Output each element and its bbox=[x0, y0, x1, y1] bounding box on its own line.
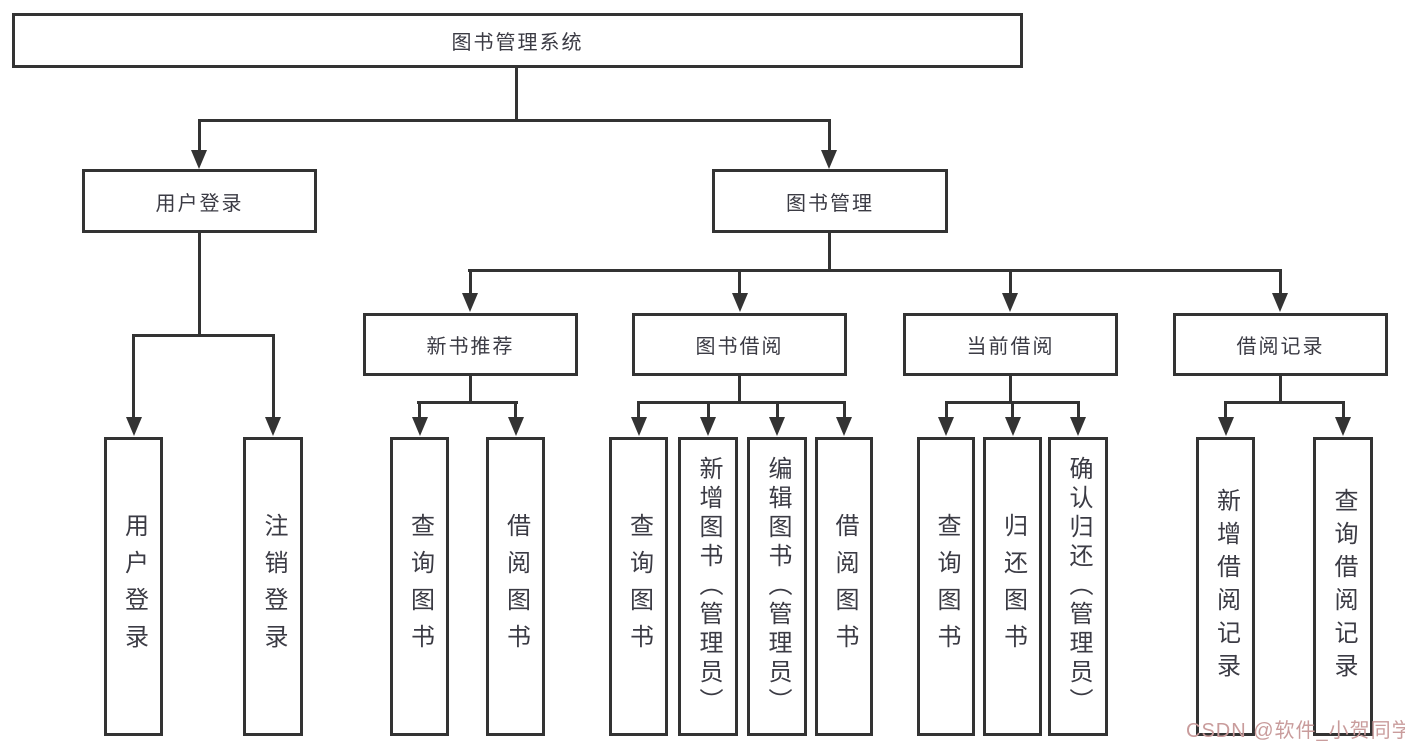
leaf-label: 确认归还（管理员） bbox=[1065, 456, 1092, 717]
node-user-login: 用户登录 bbox=[82, 169, 317, 233]
connector-root-branch bbox=[198, 119, 830, 122]
arrowhead-user-login bbox=[191, 150, 207, 169]
arrowhead-leaf bbox=[1005, 417, 1021, 436]
node-label: 新书推荐 bbox=[426, 336, 515, 358]
connector-drop bbox=[1224, 401, 1227, 419]
arrowhead-leaf bbox=[631, 417, 647, 436]
connector-drop bbox=[1342, 401, 1345, 419]
arrowhead-borrow-records bbox=[1272, 293, 1288, 312]
connector-borrow-records-stem bbox=[1279, 376, 1282, 404]
leaf-add-books-admin: 新增图书（管理员） bbox=[678, 437, 738, 736]
leaf-logout-login: 注销登录 bbox=[243, 437, 303, 736]
connector-user-login-stem bbox=[198, 233, 201, 336]
connector-drop bbox=[776, 401, 779, 419]
leaf-label: 编辑图书（管理员） bbox=[764, 456, 791, 717]
leaf-borrow-books-recommend: 借阅图书 bbox=[486, 437, 545, 736]
node-label: 当前借阅 bbox=[966, 336, 1055, 358]
connector-drop-book-management bbox=[828, 119, 831, 152]
connector-drop bbox=[707, 401, 710, 419]
connector-drop-new-book bbox=[469, 269, 472, 295]
arrowhead-leaf bbox=[1218, 417, 1234, 436]
leaf-label: 查询借阅记录 bbox=[1330, 487, 1357, 686]
arrowhead-leaf bbox=[938, 417, 954, 436]
arrowhead-leaf bbox=[769, 417, 785, 436]
arrowhead-leaf-logout bbox=[265, 417, 281, 436]
connector-drop-book-borrow bbox=[738, 269, 741, 295]
node-book-borrow: 图书借阅 bbox=[632, 313, 847, 376]
connector-drop bbox=[945, 401, 948, 419]
connector-book-borrow-branch bbox=[637, 401, 846, 404]
connector-drop bbox=[1011, 401, 1014, 419]
leaf-label: 借阅图书 bbox=[831, 512, 858, 661]
node-label: 借阅记录 bbox=[1236, 336, 1325, 358]
arrowhead-leaf bbox=[1335, 417, 1351, 436]
connector-drop-current-borrow bbox=[1009, 269, 1012, 295]
csdn-watermark: CSDN @软件_小贺同学 bbox=[1186, 720, 1405, 742]
connector-user-login-branch bbox=[132, 334, 275, 337]
connector-root-stem bbox=[515, 68, 518, 121]
connector-drop bbox=[637, 401, 640, 419]
connector-drop bbox=[843, 401, 846, 419]
connector-drop-leaf-user-login bbox=[132, 334, 135, 419]
connector-book-mgmt-stem bbox=[828, 233, 831, 272]
leaf-add-borrow-record: 新增借阅记录 bbox=[1196, 437, 1255, 736]
arrowhead-leaf bbox=[412, 417, 428, 436]
leaf-query-books-recommend: 查询图书 bbox=[390, 437, 449, 736]
node-root-library-system: 图书管理系统 bbox=[12, 13, 1023, 68]
node-label: 图书管理系统 bbox=[451, 32, 584, 54]
node-book-management: 图书管理 bbox=[712, 169, 948, 233]
connector-drop-borrow-records bbox=[1279, 269, 1282, 295]
arrowhead-current-borrow bbox=[1002, 293, 1018, 312]
leaf-return-books: 归还图书 bbox=[983, 437, 1042, 736]
leaf-label: 新增图书（管理员） bbox=[695, 456, 722, 717]
connector-drop bbox=[1077, 401, 1080, 419]
leaf-user-login: 用户登录 bbox=[104, 437, 163, 736]
leaf-query-books-current: 查询图书 bbox=[917, 437, 975, 736]
arrowhead-leaf bbox=[700, 417, 716, 436]
arrowhead-book-management bbox=[821, 150, 837, 169]
connector-new-book-stem bbox=[469, 376, 472, 404]
node-label: 图书借阅 bbox=[695, 336, 784, 358]
arrowhead-leaf bbox=[836, 417, 852, 436]
connector-book-mgmt-branch bbox=[468, 269, 1282, 272]
connector-drop bbox=[418, 401, 421, 419]
arrowhead-leaf bbox=[508, 417, 524, 436]
node-current-borrow: 当前借阅 bbox=[903, 313, 1118, 376]
leaf-confirm-return-admin: 确认归还（管理员） bbox=[1048, 437, 1108, 736]
node-label: 用户登录 bbox=[155, 192, 244, 215]
leaf-label: 归还图书 bbox=[999, 512, 1027, 661]
arrowhead-leaf-user-login bbox=[126, 417, 142, 436]
connector-borrow-records-branch bbox=[1224, 401, 1345, 404]
node-label: 图书管理 bbox=[786, 192, 874, 215]
arrowhead-book-borrow bbox=[732, 293, 748, 312]
arrowhead-new-book bbox=[462, 293, 478, 312]
leaf-label: 用户登录 bbox=[120, 512, 148, 661]
node-new-book-recommend: 新书推荐 bbox=[363, 313, 578, 376]
leaf-label: 查询图书 bbox=[625, 512, 653, 661]
connector-drop bbox=[514, 401, 517, 419]
leaf-edit-books-admin: 编辑图书（管理员） bbox=[747, 437, 807, 736]
connector-drop-leaf-logout bbox=[272, 334, 275, 419]
connector-new-book-branch bbox=[417, 401, 518, 404]
leaf-borrow-books: 借阅图书 bbox=[815, 437, 873, 736]
connector-drop-user-login bbox=[198, 119, 201, 152]
leaf-query-borrow-record: 查询借阅记录 bbox=[1313, 437, 1373, 736]
connector-current-borrow-stem bbox=[1009, 376, 1012, 404]
node-borrow-records: 借阅记录 bbox=[1173, 313, 1388, 376]
leaf-label: 查询图书 bbox=[406, 512, 434, 661]
leaf-label: 注销登录 bbox=[260, 512, 287, 661]
leaf-label: 查询图书 bbox=[933, 512, 960, 661]
connector-book-borrow-stem bbox=[738, 376, 741, 404]
leaf-query-books-borrow: 查询图书 bbox=[609, 437, 668, 736]
arrowhead-leaf bbox=[1070, 417, 1086, 436]
leaf-label: 借阅图书 bbox=[502, 512, 530, 661]
leaf-label: 新增借阅记录 bbox=[1212, 487, 1240, 686]
